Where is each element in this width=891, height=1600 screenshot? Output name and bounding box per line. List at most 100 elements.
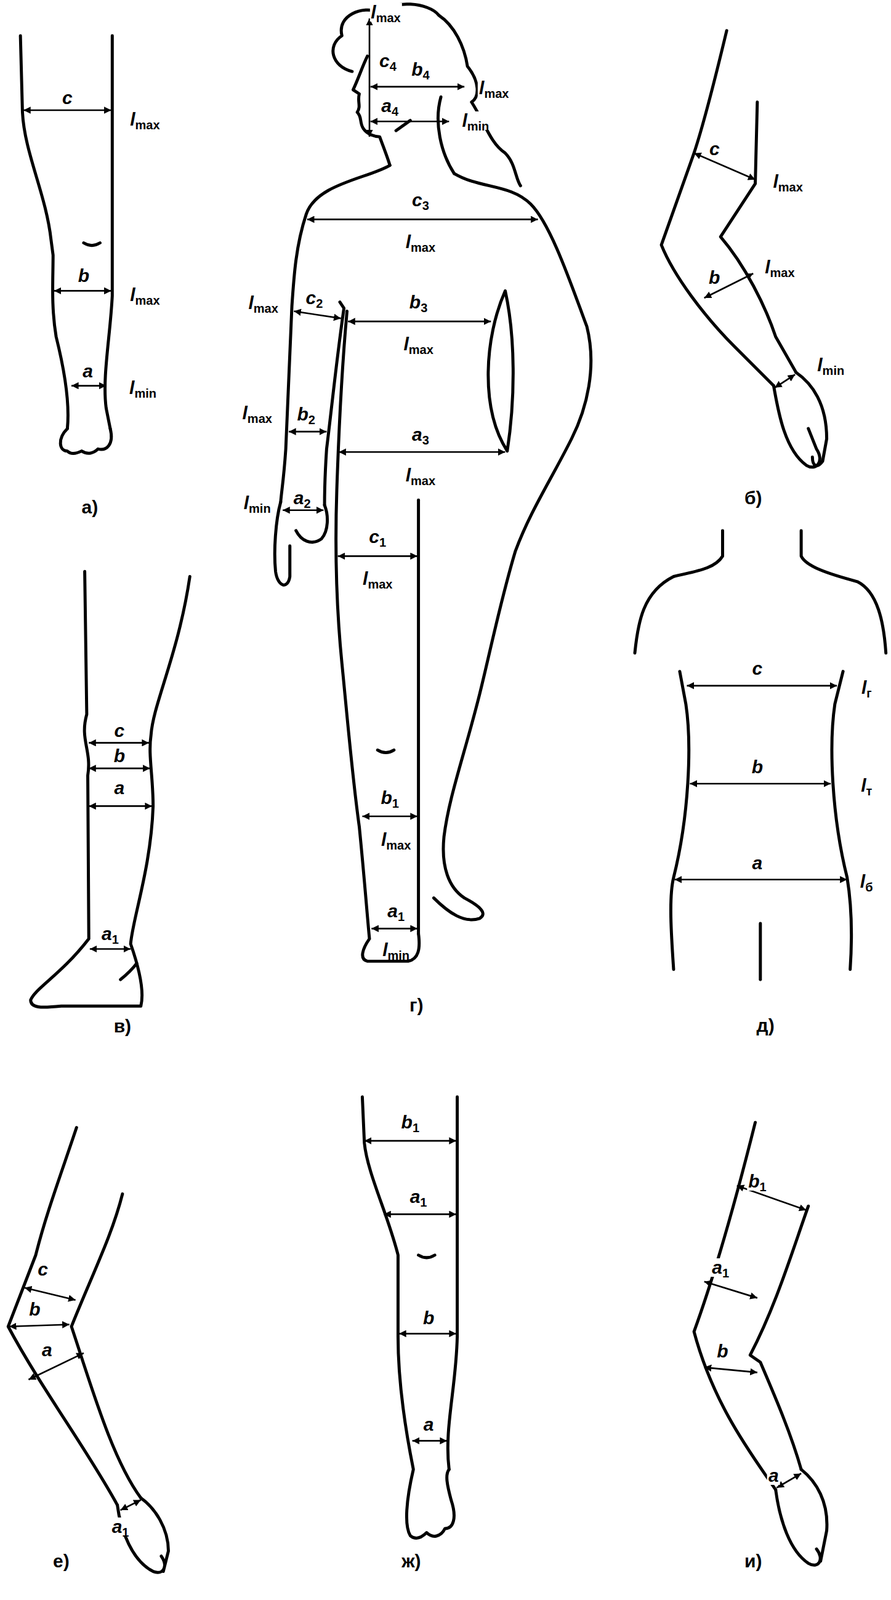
subscript: 2 xyxy=(303,496,311,511)
measure-label: c xyxy=(36,1260,50,1279)
subscript: 1 xyxy=(379,535,387,550)
measure-label: b xyxy=(715,1342,730,1361)
dimension-arrow xyxy=(674,878,848,881)
center-line xyxy=(758,923,762,980)
hand-contour xyxy=(117,1498,169,1573)
measure-label: b4 xyxy=(410,60,431,79)
symbol: c xyxy=(368,526,380,547)
measure-label: a xyxy=(81,362,95,381)
dimension-arrow xyxy=(412,1440,448,1443)
subscript: г xyxy=(866,686,872,701)
measure-label: b xyxy=(76,266,91,286)
measure-label: c xyxy=(60,88,74,108)
measure-label: a1 xyxy=(110,1517,131,1537)
panel-label: д) xyxy=(755,1016,776,1036)
neck-contour xyxy=(437,96,454,174)
symbol: b xyxy=(380,787,392,808)
dimension-arrow xyxy=(370,86,465,89)
symbol: b xyxy=(748,1171,760,1192)
measure-label: c xyxy=(113,721,127,741)
measure-label: b1 xyxy=(400,1113,421,1132)
torso-contour xyxy=(831,671,852,970)
symbol: l xyxy=(772,171,778,192)
arm-contour xyxy=(71,1193,142,1499)
panel-label: е) xyxy=(51,1552,71,1571)
dimension-arrow xyxy=(23,109,112,112)
symbol: a xyxy=(711,1257,723,1278)
dimension-arrow xyxy=(28,1353,84,1380)
dimension-arrow xyxy=(368,18,371,137)
symbol: l xyxy=(405,231,411,252)
subscript: т xyxy=(865,784,872,799)
measure-label: b3 xyxy=(408,293,429,312)
symbol: l xyxy=(248,292,254,313)
measure-label: lmax xyxy=(771,172,804,191)
subscript: max xyxy=(367,577,393,592)
foot-contour xyxy=(60,428,112,454)
arm-contour xyxy=(693,1122,776,1491)
subscript: 4 xyxy=(389,59,397,74)
torso-contour xyxy=(670,671,689,970)
measure-label: lг xyxy=(860,678,874,698)
symbol: a xyxy=(293,487,305,508)
hand-contour xyxy=(773,372,827,468)
measure-label: c xyxy=(751,659,765,678)
subscript: min xyxy=(134,386,157,401)
dimension-arrow xyxy=(89,948,131,951)
measure-label: a2 xyxy=(292,488,313,508)
symbol: l xyxy=(817,354,823,375)
dimension-arrow xyxy=(88,741,150,744)
subscript: 3 xyxy=(422,198,430,213)
symbol: l xyxy=(479,77,484,98)
measure-label: lmax xyxy=(477,78,510,98)
subscript: 3 xyxy=(422,433,430,448)
measure-label: b xyxy=(750,757,765,777)
symbol: c xyxy=(306,287,317,308)
knee-mark xyxy=(418,1255,436,1258)
torso-contour xyxy=(634,530,723,654)
leg-contour xyxy=(447,1097,457,1470)
subscript: max xyxy=(410,474,436,488)
symbol: l xyxy=(860,871,866,892)
dimension-arrow xyxy=(293,311,341,319)
panel-label: и) xyxy=(743,1552,763,1571)
dimension-arrow xyxy=(371,927,418,930)
symbol: l xyxy=(129,108,135,130)
measure-label: a xyxy=(422,1415,436,1435)
dimension-arrow xyxy=(689,783,831,786)
dimension-arrow xyxy=(347,320,491,323)
symbol: a xyxy=(387,900,398,922)
torso-contour xyxy=(801,530,887,654)
dimension-arrow xyxy=(364,1140,457,1143)
measure-label: lmin xyxy=(381,940,411,960)
symbol: l xyxy=(362,568,368,589)
symbol: b xyxy=(401,1112,413,1133)
measure-label: a1 xyxy=(386,902,406,921)
arm-contour xyxy=(720,102,797,373)
symbol: l xyxy=(242,402,248,424)
symbol: b xyxy=(409,291,421,313)
measure-label: a xyxy=(40,1341,54,1360)
dimension-arrow xyxy=(282,509,324,512)
measure-label: a xyxy=(767,1466,781,1486)
dimension-arrow xyxy=(338,451,505,454)
symbol: l xyxy=(243,492,249,513)
body-contour xyxy=(336,311,420,962)
subscript: 1 xyxy=(112,932,119,947)
dimension-arrow xyxy=(307,218,539,221)
dimension-arrow xyxy=(54,290,112,292)
leg-contour xyxy=(416,499,420,934)
measure-label: c3 xyxy=(410,190,431,210)
subscript: min xyxy=(387,948,411,963)
knee-mark xyxy=(83,243,101,246)
measure-label: lmax xyxy=(128,110,161,129)
symbol: a xyxy=(101,923,113,944)
measure-label: lmax xyxy=(361,569,394,589)
measure-label: c2 xyxy=(304,288,325,308)
subscript: max xyxy=(778,180,803,194)
arm-contour xyxy=(661,30,774,387)
dimension-arrow xyxy=(88,805,153,808)
dimension-arrow xyxy=(704,1282,758,1299)
subscript: 1 xyxy=(759,1180,767,1194)
